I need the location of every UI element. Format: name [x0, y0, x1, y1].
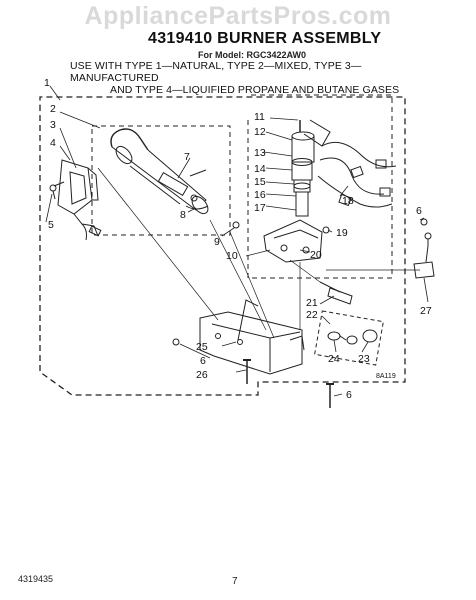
callout-12: 12 [254, 126, 266, 138]
projection-lines [97, 167, 420, 339]
mounting-bracket-part [199, 299, 305, 375]
callout-8: 8 [180, 209, 186, 221]
burner-subassembly-frame [91, 125, 231, 236]
callout-1: 1 [44, 77, 50, 89]
orifice-box-part [314, 310, 384, 366]
callout-6-right: 6 [416, 205, 422, 217]
callout-6-left: 6 [200, 355, 206, 367]
usage-line-2: AND TYPE 4—LIQUIFIED PROPANE AND BUTANE … [110, 84, 400, 96]
footer-document-number: 4319435 [18, 574, 54, 584]
screw-part-6b [172, 338, 180, 346]
callout-5: 5 [48, 219, 54, 231]
bracket-part-27 [413, 245, 435, 279]
assembly-frame [39, 96, 406, 396]
drawing-code: 8A119 [376, 373, 396, 380]
callout-3: 3 [50, 119, 56, 131]
callout-10: 10 [226, 250, 238, 262]
screw-part-19 [322, 226, 330, 234]
page-title: 4319410 BURNER ASSEMBLY [148, 30, 382, 47]
clip-part-8 [185, 205, 209, 210]
callout-2: 2 [50, 103, 56, 115]
usage-note: USE WITH TYPE 1—NATURAL, TYPE 2—MIXED, T… [70, 60, 420, 96]
callout-27: 27 [420, 305, 432, 317]
callout-20: 20 [310, 249, 322, 261]
gas-valve-part [263, 119, 331, 263]
callout-labels: 1 2 3 4 5 7 8 9 10 11 12 13 14 15 16 17 … [44, 77, 432, 401]
screw-part-6c [326, 383, 334, 408]
callout-24: 24 [328, 353, 340, 365]
callout-7: 7 [184, 151, 190, 163]
screw-part-26 [243, 359, 251, 384]
valve-subassembly-frame [247, 94, 393, 279]
igniter-bracket-part [53, 159, 102, 241]
callout-15: 15 [254, 176, 266, 188]
callout-6-bottom: 6 [346, 389, 352, 401]
callout-13: 13 [254, 147, 266, 159]
callout-21: 21 [306, 297, 318, 309]
screw-part-5 [49, 184, 57, 200]
callout-18: 18 [342, 195, 354, 207]
callout-23: 23 [358, 353, 370, 365]
orifice-tube-part [319, 281, 353, 305]
usage-line-1: USE WITH TYPE 1—NATURAL, TYPE 2—MIXED, T… [70, 60, 362, 84]
valve-coil-wires-part [317, 141, 397, 208]
screw-part-9 [232, 221, 240, 229]
footer-page-number: 7 [232, 576, 238, 587]
callout-14: 14 [254, 163, 266, 175]
callout-25: 25 [196, 341, 208, 353]
model-line: For Model: RGC3422AW0 [198, 50, 307, 60]
callout-17: 17 [254, 202, 266, 214]
callout-22: 22 [306, 309, 318, 321]
screw-part-6a [420, 218, 432, 246]
callout-26: 26 [196, 369, 208, 381]
callout-19: 19 [336, 227, 348, 239]
callout-11: 11 [254, 111, 265, 123]
callout-4: 4 [50, 137, 56, 149]
sensor-part [157, 169, 207, 197]
callout-9: 9 [214, 236, 220, 248]
callout-16: 16 [254, 189, 266, 201]
leader-lines [45, 85, 429, 397]
watermark: AppliancePartsPros.com [84, 2, 392, 30]
